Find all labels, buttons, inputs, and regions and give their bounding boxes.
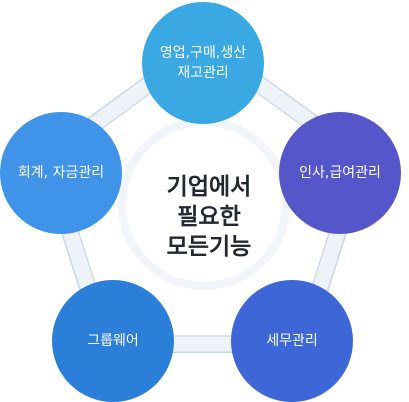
center-title-line-3: 모든기능 bbox=[166, 234, 252, 260]
node-tax-management: 세무관리 bbox=[231, 280, 353, 402]
node-bottom-right-line-1: 세무관리 bbox=[266, 333, 318, 349]
center-title-line-1: 기업에서 bbox=[166, 174, 252, 200]
node-sales-purchase-production-inventory: 영업,구매,생산 재고관리 bbox=[142, 2, 264, 124]
node-hr-payroll: 인사,급여관리 bbox=[279, 112, 401, 234]
node-bottom-left-line-1: 그룹웨어 bbox=[87, 333, 139, 349]
node-left-line-1: 회계, 자금관리 bbox=[17, 165, 105, 181]
node-top-line-1: 영업,구매,생산 bbox=[159, 45, 247, 61]
center-title: 기업에서 필요한 모든기능 bbox=[134, 172, 284, 262]
node-top-line-2: 재고관리 bbox=[177, 65, 229, 81]
node-groupware: 그룹웨어 bbox=[52, 280, 174, 402]
node-right-line-1: 인사,급여관리 bbox=[299, 165, 381, 181]
node-accounting-funds: 회계, 자금관리 bbox=[0, 112, 122, 234]
center-title-line-2: 필요한 bbox=[177, 204, 241, 230]
